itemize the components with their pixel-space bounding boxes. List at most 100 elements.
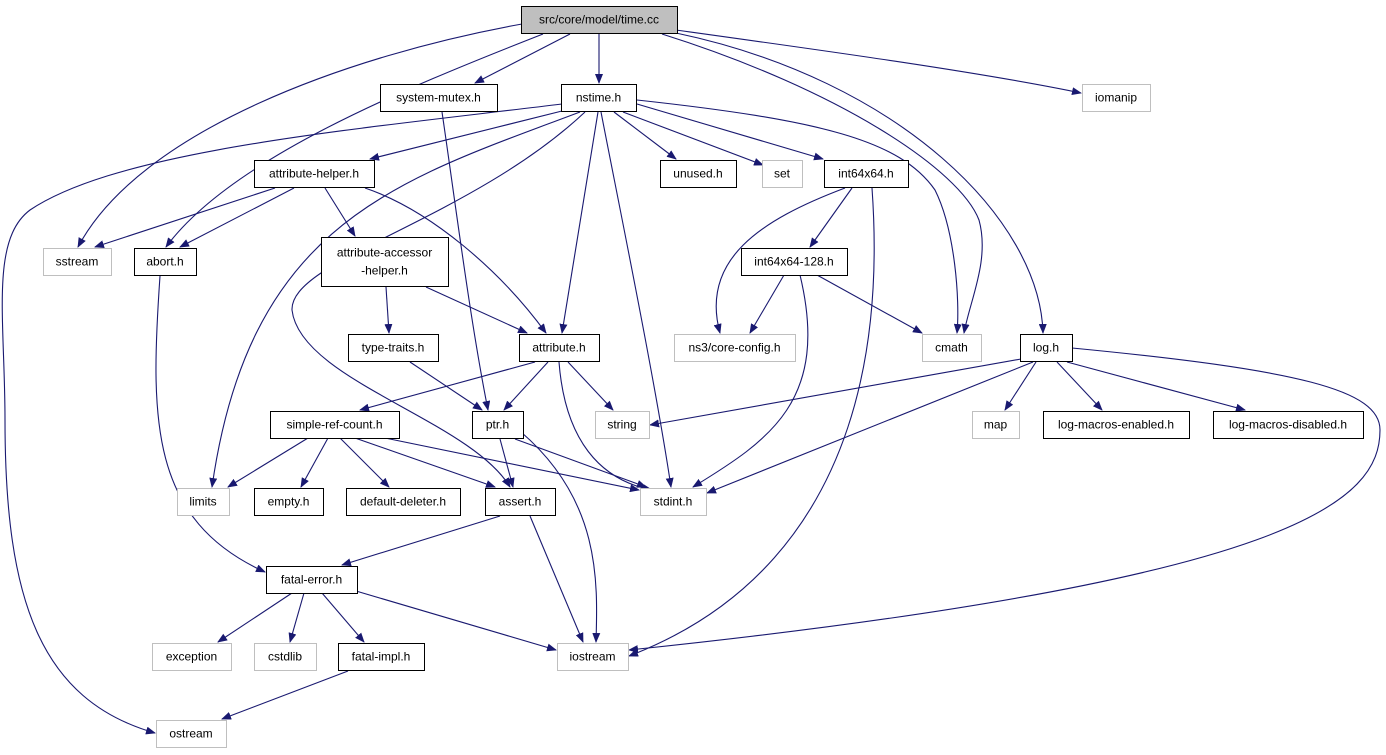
node-system-mutex-h[interactable]: system-mutex.h xyxy=(380,84,498,112)
node-int64x64-h[interactable]: int64x64.h xyxy=(824,160,909,188)
node-box-set xyxy=(762,160,803,188)
node-label-limits: limits xyxy=(189,495,216,509)
edge-log-h-to-log-macros-disabled-h xyxy=(1066,361,1246,412)
node-label-cmath: cmath xyxy=(935,341,968,355)
edge-attribute-helper-h-to-abort-h xyxy=(179,187,295,248)
edge-log-h-to-string xyxy=(649,358,1022,428)
node-label-abort-h: abort.h xyxy=(146,255,183,269)
node-box-attribute-helper-h xyxy=(254,160,375,188)
node-label-sstream: sstream xyxy=(56,255,99,269)
node-label-stdint-h: stdint.h xyxy=(654,495,693,509)
edge-attribute-helper-h-to-sstream xyxy=(94,187,276,248)
edge-assert-h-to-fatal-error-h xyxy=(341,515,501,567)
node-abort-h[interactable]: abort.h xyxy=(134,248,197,276)
node-box-exception xyxy=(152,643,232,671)
node-label-fatal-error-h: fatal-error.h xyxy=(281,573,342,587)
edge-log-h-to-iostream xyxy=(628,347,1381,654)
node-attribute-accessor-helper-h[interactable]: attribute-accessor -helper.h xyxy=(321,237,449,287)
node-attribute-h[interactable]: attribute.h xyxy=(519,334,600,362)
node-label-nstime-h: nstime.h xyxy=(576,91,621,105)
node-unused-h[interactable]: unused.h xyxy=(660,160,737,188)
node-ns3-core-config-h: ns3/core-config.h xyxy=(674,334,796,362)
node-nstime-h[interactable]: nstime.h xyxy=(561,84,637,112)
node-assert-h[interactable]: assert.h xyxy=(485,488,556,516)
nodes-layer: src/core/model/time.cc system-mutex.h nsti… xyxy=(43,6,1364,748)
node-box-abort-h xyxy=(134,248,197,276)
node-box-iostream xyxy=(557,643,629,671)
node-box-time-cc xyxy=(521,6,678,34)
node-box-stdint-h xyxy=(640,488,707,516)
edge-nstime-h-to-cmath xyxy=(636,99,962,334)
node-iostream: iostream xyxy=(557,643,629,671)
node-box-attribute-h xyxy=(519,334,600,362)
edge-attribute-accessor-helper-h-to-type-traits-h xyxy=(384,286,393,334)
node-stdint-h: stdint.h xyxy=(640,488,707,516)
node-ptr-h[interactable]: ptr.h xyxy=(472,411,524,439)
node-box-unused-h xyxy=(660,160,737,188)
node-box-system-mutex-h xyxy=(380,84,498,112)
node-label-string: string xyxy=(607,418,636,432)
edge-nstime-h-to-unused-h xyxy=(613,111,677,160)
node-log-h[interactable]: log.h xyxy=(1020,334,1073,362)
node-empty-h[interactable]: empty.h xyxy=(254,488,324,516)
edge-time-cc-to-log-h xyxy=(675,32,1047,334)
node-log-macros-enabled-h[interactable]: log-macros-enabled.h xyxy=(1043,411,1190,439)
node-box-assert-h xyxy=(485,488,556,516)
node-label-unused-h: unused.h xyxy=(673,167,722,181)
edge-abort-h-to-fatal-error-h xyxy=(155,275,266,573)
edge-nstime-h-to-limits xyxy=(209,111,581,488)
node-string: string xyxy=(595,411,650,439)
node-label-iomanip: iomanip xyxy=(1095,91,1137,105)
node-cmath: cmath xyxy=(922,334,982,362)
node-fatal-error-h[interactable]: fatal-error.h xyxy=(266,566,358,594)
edge-nstime-h-to-ostream xyxy=(1,103,563,735)
node-box-limits xyxy=(177,488,230,516)
edge-simple-ref-count-h-to-limits xyxy=(227,437,309,488)
edge-nstime-h-to-set xyxy=(622,111,764,166)
node-label-cstdlib: cstdlib xyxy=(268,650,302,664)
node-type-traits-h[interactable]: type-traits.h xyxy=(348,334,439,362)
edge-time-cc-to-sstream xyxy=(77,23,523,248)
node-box-attribute-accessor-helper-h xyxy=(321,237,449,287)
edge-nstime-h-to-stdint-h xyxy=(600,111,674,488)
node-exception: exception xyxy=(152,643,232,671)
edge-simple-ref-count-h-to-default-deleter-h xyxy=(339,437,390,488)
edge-time-cc-to-abort-h xyxy=(165,33,544,248)
node-box-fatal-error-h xyxy=(266,566,358,594)
edge-nstime-h-to-attribute-helper-h xyxy=(369,110,563,161)
edge-log-h-to-map xyxy=(1004,361,1037,411)
node-label-time-cc: src/core/model/time.cc xyxy=(539,13,659,27)
node-label-empty-h: empty.h xyxy=(268,495,310,509)
node-set: set xyxy=(762,160,803,188)
edge-attribute-h-to-simple-ref-count-h xyxy=(359,361,536,412)
node-box-log-h xyxy=(1020,334,1073,362)
node-label-attribute-accessor-helper-h-line-2: -helper.h xyxy=(361,264,408,278)
node-label-map: map xyxy=(984,418,1008,432)
edge-attribute-helper-h-to-attribute-h xyxy=(364,187,547,334)
node-log-macros-disabled-h[interactable]: log-macros-disabled.h xyxy=(1213,411,1364,439)
node-default-deleter-h[interactable]: default-deleter.h xyxy=(346,488,461,516)
node-box-nstime-h xyxy=(561,84,637,112)
node-box-string xyxy=(595,411,650,439)
edge-simple-ref-count-h-to-stdint-h xyxy=(384,437,640,493)
node-cstdlib: cstdlib xyxy=(254,643,317,671)
edge-time-cc-to-iomanip xyxy=(675,29,1082,96)
node-label-type-traits-h: type-traits.h xyxy=(362,341,425,355)
node-box-int64x64-128-h xyxy=(741,248,848,276)
node-attribute-helper-h[interactable]: attribute-helper.h xyxy=(254,160,375,188)
node-label-default-deleter-h: default-deleter.h xyxy=(360,495,446,509)
node-box-fatal-impl-h xyxy=(338,643,425,671)
node-fatal-impl-h[interactable]: fatal-impl.h xyxy=(338,643,425,671)
edge-int64x64-h-to-int64x64-128-h xyxy=(809,187,853,248)
node-simple-ref-count-h[interactable]: simple-ref-count.h xyxy=(270,411,400,439)
node-time-cc: src/core/model/time.cc xyxy=(521,6,678,34)
node-box-int64x64-h xyxy=(824,160,909,188)
edge-log-h-to-stdint-h xyxy=(706,361,1034,494)
node-int64x64-128-h[interactable]: int64x64-128.h xyxy=(741,248,848,276)
node-sstream: sstream xyxy=(43,248,112,276)
node-label-attribute-accessor-helper-h-line-1: attribute-accessor xyxy=(337,246,432,260)
node-label-attribute-helper-h: attribute-helper.h xyxy=(269,167,359,181)
node-label-ostream: ostream xyxy=(169,727,212,741)
node-label-log-macros-enabled-h: log-macros-enabled.h xyxy=(1058,418,1174,432)
